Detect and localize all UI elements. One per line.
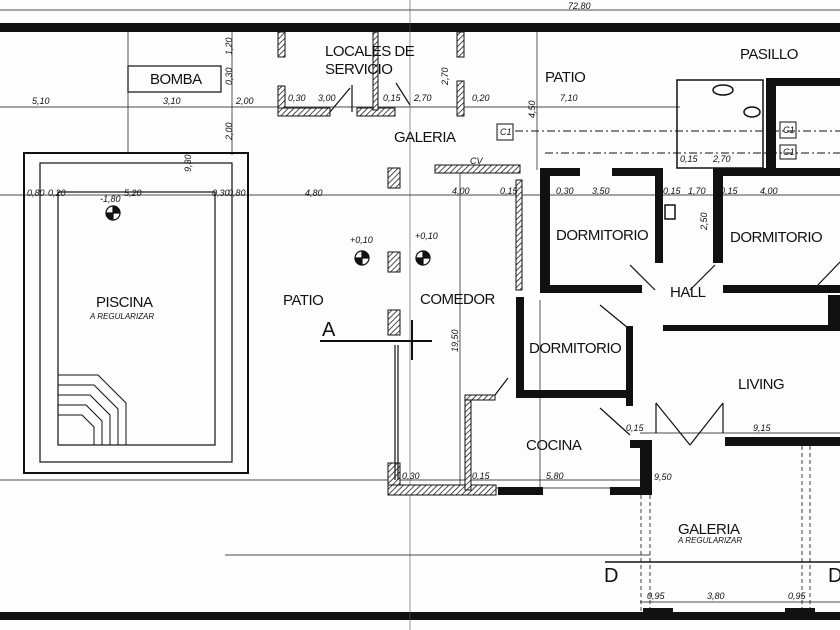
fixture-cv: CV <box>470 156 483 166</box>
dim: 0,15 <box>472 471 490 481</box>
room-label-galeria-bottom: GALERIA <box>678 521 740 538</box>
dim: 1,70 <box>688 186 706 196</box>
level-pool: -1,80 <box>100 194 121 204</box>
room-label-patio-left: PATIO <box>283 292 324 309</box>
dim: 3,80 <box>707 591 725 601</box>
room-label-hall: HALL <box>670 284 706 301</box>
dim: 0,15 <box>663 186 681 196</box>
dim: 0,80 <box>228 188 246 198</box>
dim: 9,30 <box>183 154 193 172</box>
dim: 0,30 <box>402 471 420 481</box>
room-label-living: LIVING <box>738 376 785 393</box>
dim: 5,20 <box>124 188 142 198</box>
room-label-dormitorio-1: DORMITORIO <box>556 227 649 244</box>
dim: 3,10 <box>163 96 181 106</box>
fixture-c1-a: C1 <box>500 127 512 137</box>
level-comedor: +0,10 <box>415 231 438 241</box>
dim: 7,10 <box>560 93 578 103</box>
dim: 0,15 <box>680 154 698 164</box>
dim: 0,15 <box>500 186 518 196</box>
room-label-piscina: PISCINA <box>96 294 153 311</box>
dim: 4,80 <box>305 188 323 198</box>
dim: 0,30 <box>556 186 574 196</box>
service-rooms-walls <box>277 31 523 496</box>
room-label-bomba: BOMBA <box>150 71 202 88</box>
dim: 0,30 <box>212 188 230 198</box>
inspection-boxes <box>496 121 797 160</box>
room-label-dormitorio-3: DORMITORIO <box>529 340 622 357</box>
pipe-lines <box>515 130 840 154</box>
section-mark-d-left: D <box>604 565 618 587</box>
dim: 4,50 <box>527 100 537 118</box>
room-label-locales: LOCALES DE <box>325 43 415 60</box>
dim: 0,15 <box>720 186 738 196</box>
fixture-c1-b: C1 <box>783 125 795 135</box>
galeria-note: A REGULARIZAR <box>678 536 743 545</box>
house-walls <box>498 78 840 612</box>
dim: 3,00 <box>318 93 336 103</box>
dim: 0,20 <box>472 93 490 103</box>
pool <box>23 152 249 474</box>
level-markers <box>105 205 431 266</box>
dim: 0,30 <box>224 67 234 85</box>
room-label-patio-top: PATIO <box>545 69 586 86</box>
room-label-comedor: COMEDOR <box>420 291 495 308</box>
dim: 2,70 <box>440 67 450 85</box>
dim: 0,95 <box>788 591 806 601</box>
dim: 2,70 <box>414 93 432 103</box>
dim: 9,15 <box>753 423 771 433</box>
dim: 5,80 <box>546 471 564 481</box>
level-patio: +0,10 <box>350 235 373 245</box>
dim: 0,80 <box>27 188 45 198</box>
room-label-cocina: COCINA <box>526 437 582 454</box>
dim: 4,00 <box>760 186 778 196</box>
dim: 0,30 <box>288 93 306 103</box>
bomba-box <box>127 65 222 93</box>
room-label-pasillo: PASILLO <box>740 46 798 63</box>
dim: 2,50 <box>699 212 709 230</box>
section-mark-a: A <box>322 319 335 341</box>
boundary-wall-bottom <box>0 612 840 620</box>
piscina-note: A REGULARIZAR <box>90 312 155 321</box>
dim: 9,50 <box>654 472 672 482</box>
dim: 0,20 <box>48 188 66 198</box>
boundary-wall-top <box>0 23 840 32</box>
door-swings <box>329 82 840 480</box>
dim: 19,50 <box>450 329 460 352</box>
dim: 4,00 <box>452 186 470 196</box>
fixture-c1-c: C1 <box>783 147 795 157</box>
room-label-servicio: SERVICIO <box>325 61 393 78</box>
room-label-galeria-top: GALERIA <box>394 129 456 146</box>
galeria-columns <box>640 446 811 612</box>
dim: 0,95 <box>647 591 665 601</box>
dim: 1,20 <box>224 37 234 55</box>
dim: 2,70 <box>713 154 731 164</box>
dim: 0,15 <box>626 423 644 433</box>
dim: 5,10 <box>32 96 50 106</box>
bathroom <box>664 79 764 220</box>
dim: 2,00 <box>236 96 254 106</box>
section-mark-d-right: D <box>828 565 840 587</box>
room-label-dormitorio-2: DORMITORIO <box>730 229 823 246</box>
dim-total: 72,80 <box>568 1 591 11</box>
dim: 2,00 <box>224 122 234 140</box>
dim: 3,50 <box>592 186 610 196</box>
dim: 0,15 <box>383 93 401 103</box>
